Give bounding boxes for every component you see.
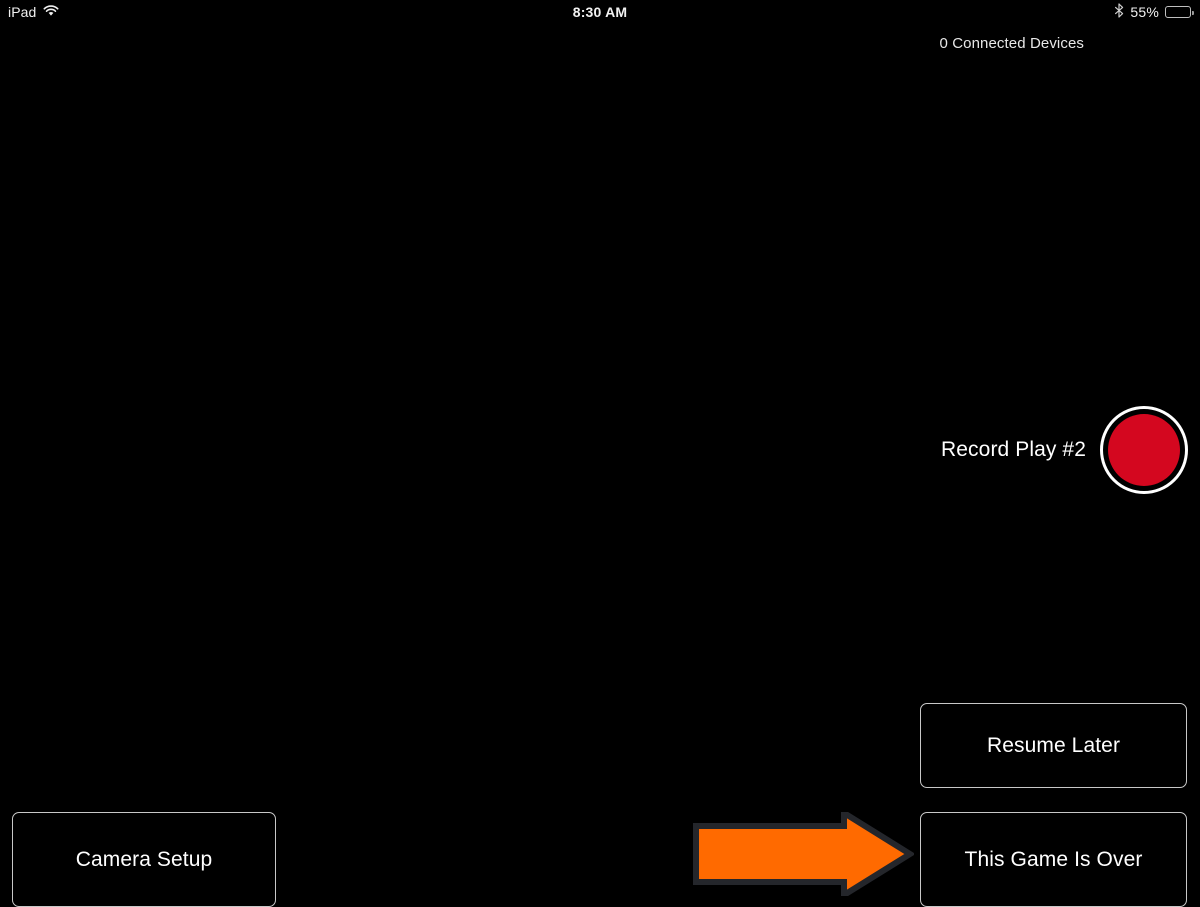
wifi-icon [43,4,59,20]
record-dot-icon [1108,414,1180,486]
resume-later-button[interactable]: Resume Later [920,703,1187,788]
record-button[interactable] [1100,406,1188,494]
status-bar-right: 55% [1114,3,1194,21]
status-bar-left: iPad [8,4,59,20]
record-play-label: Record Play #2 [941,438,1086,461]
bluetooth-icon [1114,3,1124,21]
battery-percent-label: 55% [1130,4,1159,20]
device-name-label: iPad [8,4,37,20]
record-control: Record Play #2 [941,406,1188,494]
status-bar-clock: 8:30 AM [572,4,628,20]
status-bar: iPad 8:30 AM 55% [0,0,1200,24]
camera-setup-button[interactable]: Camera Setup [12,812,276,907]
connected-devices-status: 0 Connected Devices [939,35,1084,52]
battery-icon [1165,6,1194,18]
this-game-is-over-button[interactable]: This Game Is Over [920,812,1187,907]
